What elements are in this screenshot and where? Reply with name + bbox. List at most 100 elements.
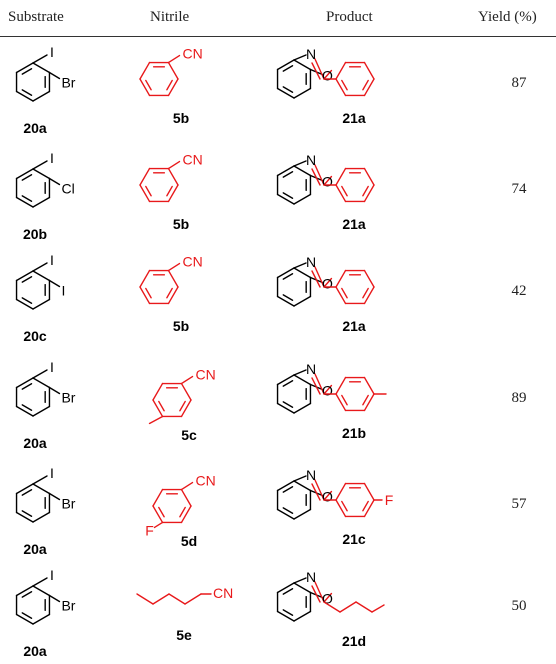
ring-bond: [180, 505, 192, 524]
nitrile-fluorine: F: [145, 522, 154, 538]
ring-bond: [363, 482, 375, 501]
nitrile-label: 5d: [181, 533, 197, 549]
nitrile-cn: CN: [196, 473, 216, 489]
ring-bond: [293, 165, 312, 177]
ring-bond: [32, 377, 51, 389]
ring-bond: [293, 87, 312, 99]
ring-bond: [15, 168, 34, 180]
bond: [323, 277, 333, 288]
bond: [48, 71, 61, 80]
double-bond: [21, 404, 33, 411]
substrate-halogen-2: Br: [61, 390, 75, 406]
ring-bond: [335, 61, 347, 80]
double-bond: [21, 89, 33, 96]
bond: [48, 594, 61, 603]
double-bond: [21, 174, 33, 181]
substrate-halogen-2: Br: [61, 598, 75, 614]
bond: [314, 266, 325, 288]
ring-bond: [15, 585, 34, 597]
substrate-label: 20a: [23, 541, 47, 557]
nitrile-label: 5c: [181, 427, 197, 443]
oxazole-oxygen: O: [322, 68, 333, 84]
oxazole-oxygen: O: [322, 591, 333, 607]
double-bond: [341, 185, 348, 197]
nitrile-cn: CN: [213, 585, 233, 601]
ring-bond: [139, 61, 151, 80]
ring-bond: [152, 382, 164, 401]
double-bond: [166, 79, 173, 91]
bond: [48, 386, 61, 395]
ring-bond: [293, 402, 312, 414]
ring-bond: [152, 399, 164, 418]
bond: [48, 177, 61, 186]
bond: [323, 175, 333, 186]
bond: [293, 577, 307, 584]
ring-bond: [276, 87, 295, 99]
header-yield: Yield (%): [478, 9, 537, 25]
double-bond: [21, 276, 33, 283]
bond: [136, 593, 154, 605]
bond: [355, 601, 373, 613]
bond: [180, 481, 194, 491]
ring-bond: [363, 61, 375, 80]
product-label: 21d: [342, 633, 366, 649]
ring-bond: [276, 480, 295, 492]
oxazole-oxygen: O: [322, 276, 333, 292]
oxazole-nitrogen: N: [306, 46, 316, 62]
ring-bond: [32, 62, 51, 74]
nitrile-label: 5e: [176, 627, 192, 643]
product-label: 21a: [342, 216, 366, 232]
nitrile-structure: CN 5e: [136, 585, 233, 643]
ring-bond: [15, 270, 34, 282]
ring-bond: [32, 585, 51, 597]
ring-bond: [363, 184, 375, 203]
bond: [314, 58, 325, 80]
nitrile-label: 5b: [173, 318, 189, 334]
double-bond: [179, 400, 186, 412]
double-bond: [179, 506, 186, 518]
bond: [314, 373, 325, 395]
ring-bond: [32, 168, 51, 180]
bond: [152, 593, 170, 605]
ring-bond: [363, 269, 375, 288]
oxazole-nitrogen: N: [306, 361, 316, 377]
bond: [323, 490, 333, 501]
ring-bond: [167, 184, 179, 203]
ring-bond: [363, 393, 375, 412]
bond: [32, 160, 48, 170]
yield-value: 74: [511, 181, 527, 197]
yield-value: 87: [511, 75, 527, 91]
ring-bond: [335, 393, 347, 412]
ring-bond: [152, 488, 164, 507]
bond: [293, 54, 307, 61]
bond: [32, 577, 48, 587]
ring-bond: [32, 613, 51, 625]
header-rule: [0, 36, 556, 37]
bond: [32, 369, 48, 379]
bond: [293, 160, 307, 167]
ring-bond: [139, 184, 151, 203]
ring-bond: [363, 167, 375, 186]
oxazole-nitrogen: N: [306, 569, 316, 585]
nitrile-cn: CN: [183, 152, 203, 168]
bond: [167, 262, 181, 272]
bond: [314, 479, 325, 501]
bond: [293, 369, 307, 376]
ring-bond: [363, 286, 375, 305]
oxazole-nitrogen: N: [306, 467, 316, 483]
